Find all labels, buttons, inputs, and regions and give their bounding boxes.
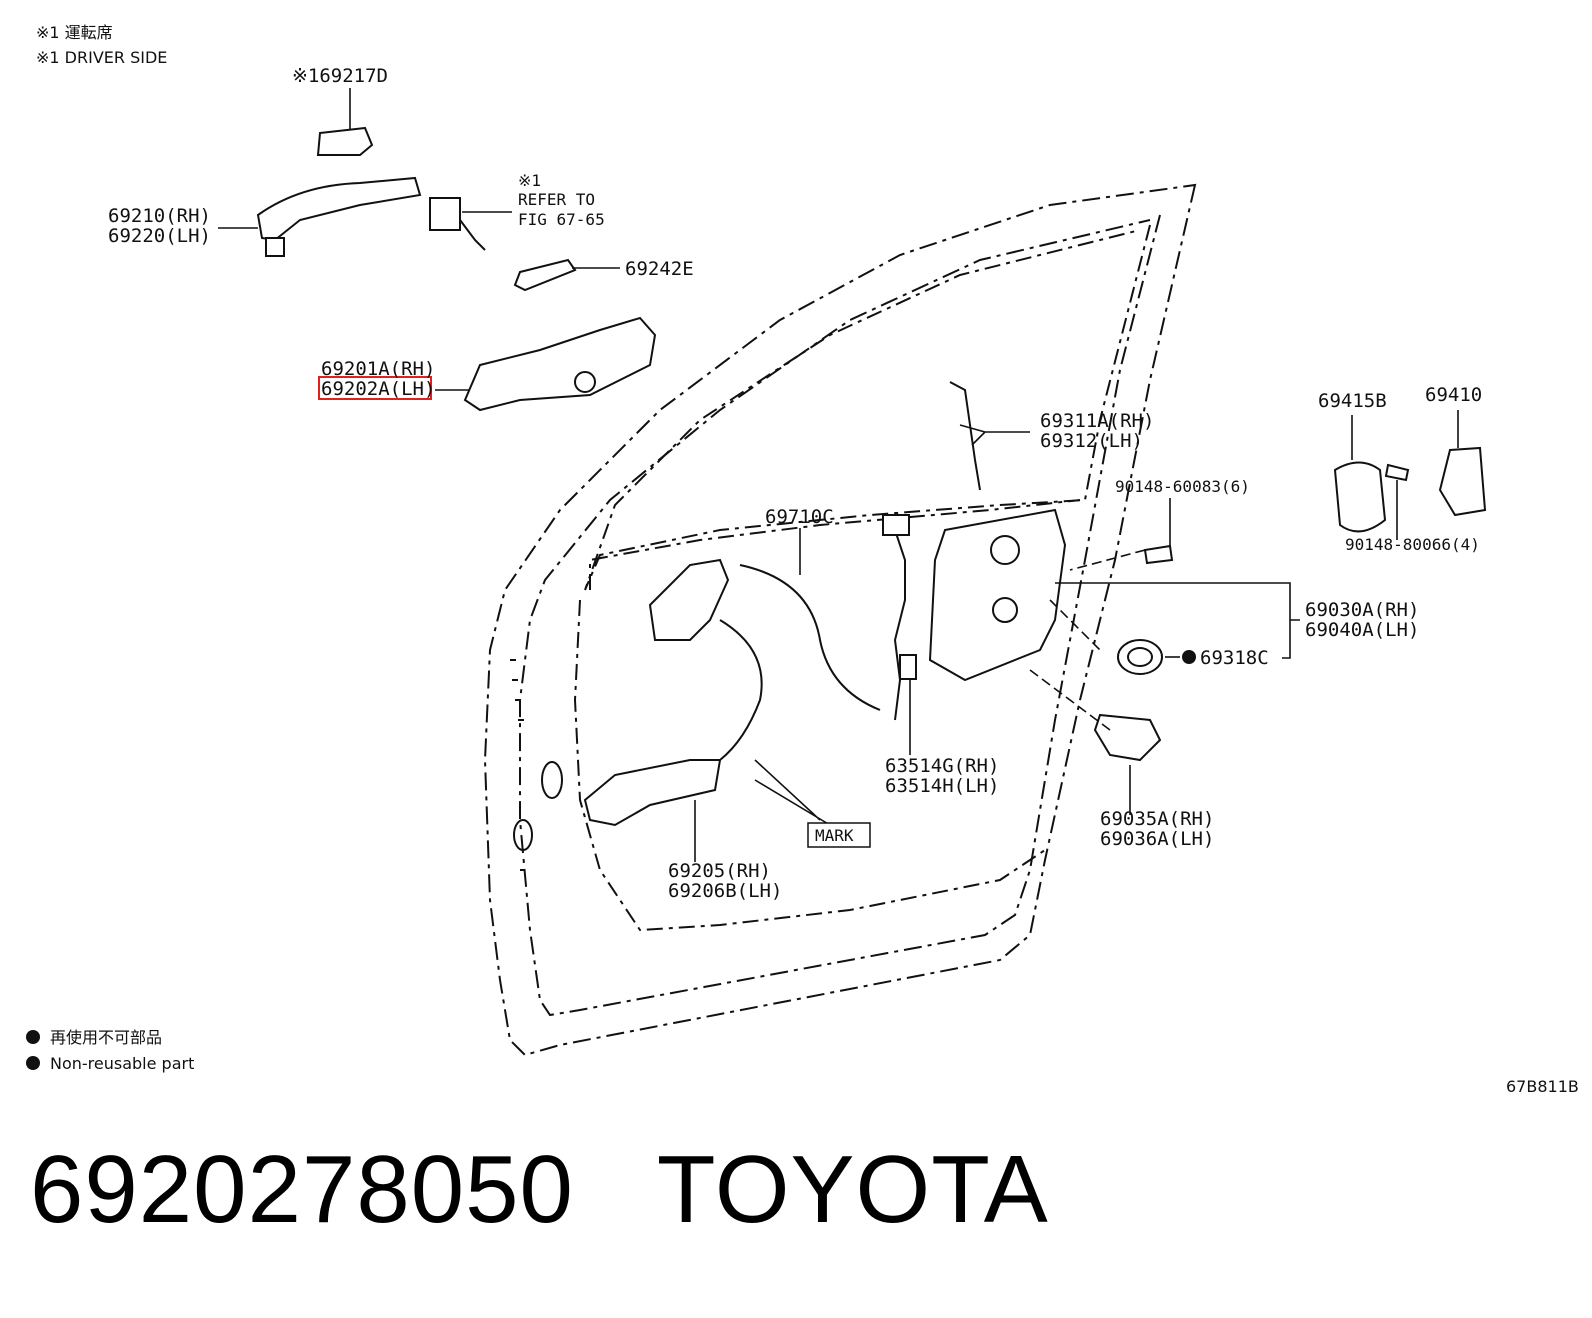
cover-69035A-part — [1093, 713, 1162, 762]
inner-panel-line — [589, 499, 1081, 590]
screw-90148-80066-part — [1384, 463, 1410, 482]
inner-panel-bottom — [573, 599, 1046, 932]
label-69312: 69312(LH) — [1040, 430, 1143, 452]
label-69710C: 69710C — [765, 506, 834, 528]
label-mark: MARK — [815, 826, 854, 845]
label-69210: 69210(RH) — [108, 205, 211, 227]
legend-dot-jp — [26, 1030, 40, 1044]
label-69242E: 69242E — [625, 258, 694, 280]
label-69040A: 69040A(LH) — [1305, 619, 1419, 641]
label-69030A: 69030A(RH) — [1305, 599, 1419, 621]
pillar-hole — [541, 761, 563, 799]
door-lock-assembly-part — [928, 508, 1067, 682]
label-69318C: 69318C — [1200, 647, 1269, 669]
label-69205: 69205(RH) — [668, 860, 771, 882]
outside-handle-base — [265, 237, 285, 257]
window-opening — [584, 224, 1151, 591]
wire-connector — [899, 654, 917, 680]
striker-cover-69415B-part — [1333, 461, 1387, 533]
label-69415B: 69415B — [1318, 390, 1387, 412]
lock-gear — [990, 535, 1020, 565]
label-69217D: ※169217D — [292, 65, 388, 87]
label-69202A: 69202A(LH) — [321, 378, 435, 400]
pillar-marks — [510, 659, 525, 871]
seal-ring-69318C-hole — [1127, 647, 1153, 667]
legend-jp-nonreusable: 再使用不可部品 — [50, 1028, 162, 1047]
leader-69030A — [1055, 582, 1300, 659]
striker-69410-part — [1438, 446, 1487, 517]
figure-code: 67B811B — [1506, 1077, 1579, 1096]
label-69036A: 69036A(LH) — [1100, 828, 1214, 850]
label-ref-2: REFER TO — [518, 190, 595, 209]
label-90148-60083: 90148-60083(6) — [1115, 477, 1250, 496]
pillar-hole — [513, 819, 533, 851]
screw-90148-60083-part — [1143, 544, 1174, 565]
lock-gear — [992, 597, 1018, 623]
cable-part — [739, 564, 881, 711]
wire-connector — [882, 514, 910, 536]
legend-en-nonreusable: Non-reusable part — [50, 1054, 194, 1073]
label-69201A: 69201A(RH) — [321, 358, 435, 380]
leader-mark — [754, 759, 831, 826]
lock-rod-part — [949, 381, 981, 491]
leader-69311A — [959, 424, 1030, 446]
mark-box — [807, 822, 871, 848]
note-jp-driver-side: ※1 運転席 — [36, 23, 113, 42]
pad-69242E-part — [513, 258, 577, 292]
label-63514H: 63514H(LH) — [885, 775, 999, 797]
label-90148-80066: 90148-80066(4) — [1345, 535, 1480, 554]
inside-handle-part — [583, 759, 722, 827]
highlight-69202A — [318, 376, 432, 400]
label-69035A: 69035A(RH) — [1100, 808, 1214, 830]
label-69311A: 69311A(RH) — [1040, 410, 1154, 432]
label-69206B: 69206B(LH) — [668, 880, 782, 902]
leader-lock-dash — [1029, 549, 1146, 731]
label-ref-3: FIG 67-65 — [518, 210, 605, 229]
part-number: 6920278050 — [30, 1136, 574, 1243]
label-69220: 69220(LH) — [108, 225, 211, 247]
lock-cylinder-wire — [459, 219, 486, 251]
note-en-driver-side: ※1 DRIVER SIDE — [36, 48, 167, 67]
label-69410: 69410 — [1425, 384, 1482, 406]
label-63514G: 63514G(RH) — [885, 755, 999, 777]
control-assembly-part — [648, 558, 730, 641]
cap-69217D-part — [316, 126, 374, 156]
handle-frame-part — [463, 316, 657, 412]
nonreusable-dot-69318C — [1182, 650, 1196, 664]
control-cable-part — [719, 619, 763, 761]
door-frame-outer — [483, 183, 1197, 1057]
handle-frame-gear — [574, 371, 596, 393]
label-ref-1: ※1 — [518, 171, 541, 190]
brand-name: TOYOTA — [656, 1136, 1049, 1243]
legend-dot-en — [26, 1056, 40, 1070]
wire-harness-part — [893, 529, 906, 721]
lock-cylinder-part — [429, 197, 461, 231]
footer-title: 6920278050 TOYOTA — [30, 1135, 1049, 1245]
outside-handle-part — [256, 176, 422, 242]
